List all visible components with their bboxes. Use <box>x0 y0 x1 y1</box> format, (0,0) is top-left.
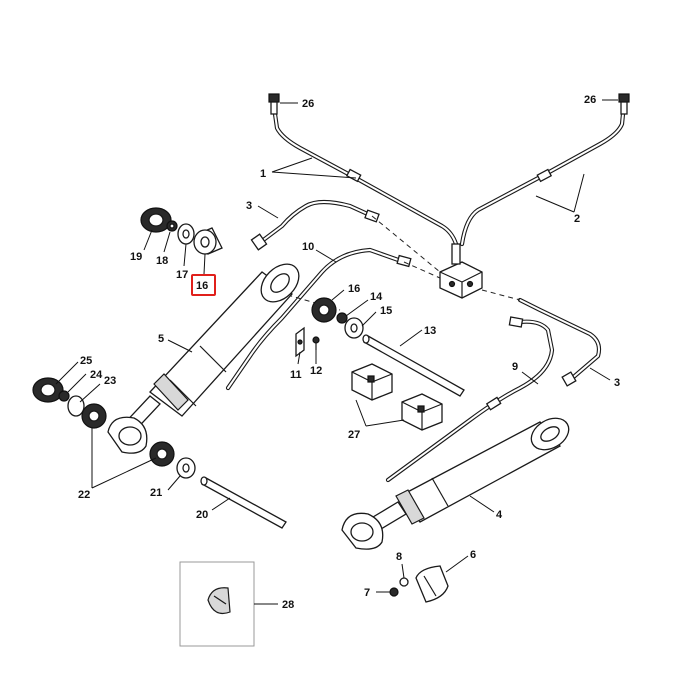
leader-21 <box>167 475 181 491</box>
dashed-guide-2 <box>481 289 521 301</box>
callout-12: 12 <box>310 365 322 377</box>
callout-28: 28 <box>282 599 294 611</box>
leader-14 <box>345 299 369 317</box>
leader-1 <box>271 157 357 179</box>
part-13-pin <box>362 334 465 397</box>
part-22-bushing-lower <box>149 441 175 467</box>
hydraulic-line-1 <box>272 111 459 247</box>
leader-15 <box>361 311 377 327</box>
manifold-block <box>439 243 483 299</box>
part-6-clip <box>415 565 449 603</box>
leader-19 <box>143 229 153 251</box>
callout-8: 8 <box>396 551 402 563</box>
callout-25: 25 <box>80 355 92 367</box>
callout-20: 20 <box>196 509 208 521</box>
leader-6 <box>445 555 469 573</box>
part-22-bushing <box>81 403 107 429</box>
callout-14: 14 <box>370 291 383 303</box>
part-17-washer <box>177 223 195 245</box>
callout-4: 4 <box>496 509 503 521</box>
callout-18: 18 <box>156 255 168 267</box>
callout-3-right: 3 <box>614 377 620 389</box>
callout-10: 10 <box>302 241 314 253</box>
hydraulic-line-3-left <box>250 199 380 251</box>
part-18-nut <box>166 220 178 232</box>
dashed-guide-3 <box>371 215 441 273</box>
callout-15: 15 <box>380 305 392 317</box>
leader-13 <box>399 329 423 347</box>
fitting-26-right <box>618 93 630 115</box>
part-25-flange <box>32 377 64 403</box>
hydraulic-line-9 <box>385 316 555 483</box>
callout-5: 5 <box>158 333 164 345</box>
leader-9 <box>521 371 539 385</box>
hydraulic-line-10 <box>225 247 412 391</box>
callout-17: 17 <box>176 269 188 281</box>
part-14-nut <box>336 312 348 324</box>
part-28-inset <box>179 561 255 647</box>
part-12-screw <box>312 336 320 350</box>
callout-26-right: 26 <box>584 94 596 106</box>
part-27-blocks <box>351 363 443 431</box>
callout-9: 9 <box>512 361 518 373</box>
callout-6: 6 <box>470 549 476 561</box>
callout-2: 2 <box>574 213 580 225</box>
leader-3-right <box>589 367 611 381</box>
leader-23 <box>79 383 101 403</box>
part-15-washer <box>344 317 364 339</box>
callout-24: 24 <box>90 369 103 381</box>
part-23-washer <box>67 395 85 417</box>
leader-8 <box>401 563 405 579</box>
dashed-guide-1 <box>403 261 441 279</box>
part-7-screw <box>389 587 399 597</box>
leader-4 <box>469 495 495 513</box>
leader-27 <box>355 399 405 427</box>
leader-20 <box>211 497 231 511</box>
callout-11: 11 <box>290 369 302 381</box>
part-11-bracket <box>295 326 305 358</box>
part-16-bushing <box>193 227 223 255</box>
highlight-box-16 <box>191 274 216 296</box>
callout-22: 22 <box>78 489 90 501</box>
callout-1: 1 <box>260 168 266 180</box>
fitting-26-left <box>268 93 280 115</box>
callout-26-left: 26 <box>302 98 314 110</box>
leader-17 <box>183 243 187 267</box>
leader-16 <box>203 253 206 275</box>
callout-19: 19 <box>130 251 142 263</box>
leader-2 <box>535 173 585 213</box>
callout-23: 23 <box>104 375 116 387</box>
leader-10 <box>315 249 337 263</box>
hydraulic-line-3-right <box>517 297 602 387</box>
hydraulic-cylinder-4 <box>341 417 570 550</box>
part-21-washer <box>176 457 196 479</box>
part-19-flange <box>140 207 172 233</box>
part-8-washer <box>399 577 409 587</box>
callout-16-right: 16 <box>348 283 360 295</box>
leader-25 <box>55 361 79 385</box>
part-20-pin <box>200 476 287 529</box>
hydraulic-cylinder-5 <box>119 263 300 437</box>
leader-3-left <box>257 205 279 219</box>
hydraulic-line-2 <box>459 111 626 247</box>
part-16-bushing-right <box>311 297 337 323</box>
leader-22 <box>91 428 157 489</box>
leader-18 <box>163 231 171 253</box>
cylinder-eye-bushing <box>107 416 148 454</box>
leader-11 <box>297 351 301 365</box>
callout-27: 27 <box>348 429 360 441</box>
part-24-nut <box>58 390 70 402</box>
leader-16-right <box>331 289 345 301</box>
callout-13: 13 <box>424 325 436 337</box>
callout-16-highlighted: 16 <box>196 280 208 292</box>
callout-3-left: 3 <box>246 200 252 212</box>
leader-24 <box>67 373 87 393</box>
callout-7: 7 <box>364 587 370 599</box>
leader-5 <box>167 339 193 353</box>
callout-21: 21 <box>150 487 162 499</box>
